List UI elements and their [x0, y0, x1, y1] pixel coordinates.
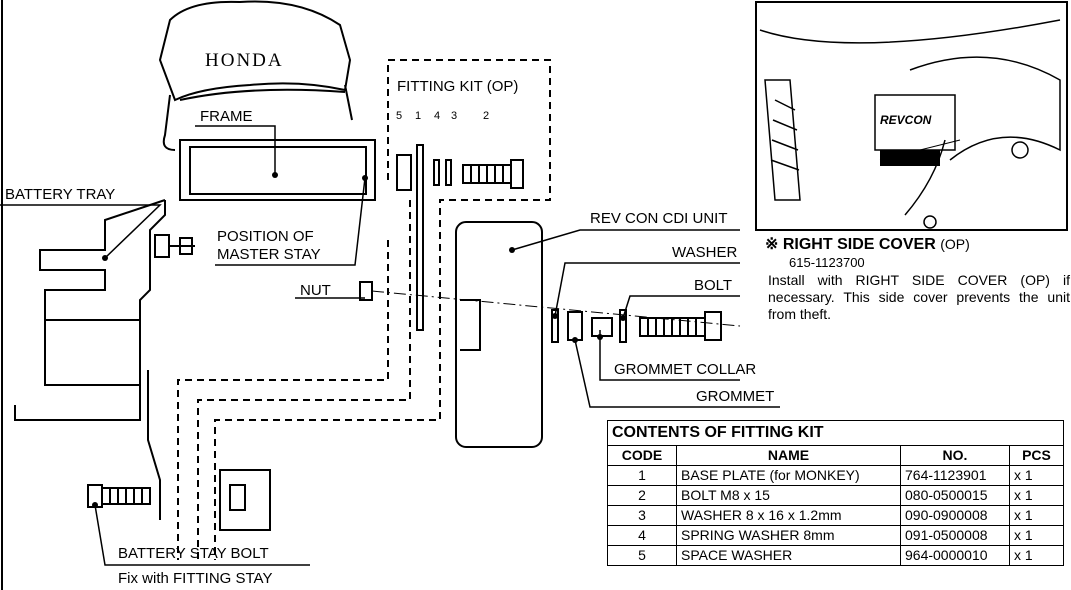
table-row: 4 SPRING WASHER 8mm 091-0500008 x 1 — [607, 525, 1064, 546]
cdi-unit-drawing — [455, 221, 543, 448]
row-pcs: x 1 — [1009, 505, 1064, 526]
label-grommet-collar: GROMMET COLLAR — [614, 361, 757, 378]
table-row: 1 BASE PLATE (for MONKEY) 764-1123901 x … — [607, 465, 1064, 486]
row-code: 1 — [607, 465, 677, 486]
row-code: 3 — [607, 505, 677, 526]
label-battery-tray: BATTERY TRAY — [5, 186, 116, 203]
honda-emblem-text: HONDA — [205, 50, 284, 71]
label-part-3: 3 — [451, 110, 458, 122]
cdi-grommet-slot — [460, 299, 481, 351]
stay-bolt-drawing — [154, 234, 195, 258]
right-side-cover-note: Install with RIGHT SIDE COVER (OP) if ne… — [768, 272, 1070, 322]
right-side-cover-suffix: (OP) — [940, 236, 970, 252]
frame-inner — [189, 146, 367, 195]
right-hardware-drawing — [551, 309, 722, 343]
battery-tray-drawing — [14, 199, 166, 520]
part-1-base-plate — [416, 144, 424, 331]
row-name: BASE PLATE (for MONKEY) — [676, 465, 901, 486]
table-row: 3 WASHER 8 x 16 x 1.2mm 090-0900008 x 1 — [607, 505, 1064, 526]
label-frame: FRAME — [200, 108, 253, 125]
row-number: 764-1123901 — [900, 465, 1010, 486]
row-code: 4 — [607, 525, 677, 546]
reference-mark: ※ — [765, 236, 779, 253]
row-number: 091-0500008 — [900, 525, 1010, 546]
row-name: SPRING WASHER 8mm — [676, 525, 901, 546]
right-side-cover-title: ※ RIGHT SIDE COVER (OP) — [765, 234, 970, 254]
header-no: NO. — [900, 445, 1010, 466]
fitting-kit-contents-table: CONTENTS OF FITTING KIT CODE NAME NO. PC… — [607, 420, 1064, 566]
table-row: 5 SPACE WASHER 964-0000010 x 1 — [607, 545, 1064, 566]
label-master-stay: MASTER STAY — [217, 246, 321, 263]
row-number: 090-0900008 — [900, 505, 1010, 526]
row-pcs: x 1 — [1009, 545, 1064, 566]
right-side-cover-part-no: 615-1123700 — [789, 255, 865, 270]
header-pcs: PCS — [1009, 445, 1064, 466]
table-header-row: CODE NAME NO. PCS — [607, 445, 1064, 466]
header-code: CODE — [607, 445, 677, 466]
row-pcs: x 1 — [1009, 525, 1064, 546]
stay-clip-drawing — [219, 469, 271, 531]
frame-outline — [179, 139, 376, 201]
row-name: WASHER 8 x 16 x 1.2mm — [676, 505, 901, 526]
label-part-5: 5 — [396, 110, 403, 122]
leader-dots — [92, 172, 626, 508]
row-code: 5 — [607, 545, 677, 566]
row-number: 080-0500015 — [900, 485, 1010, 506]
part-4-spring-washer — [433, 159, 440, 186]
row-name: SPACE WASHER — [676, 545, 901, 566]
part-3-washer — [445, 159, 452, 186]
revcon-logo: REVCON — [880, 113, 932, 127]
row-number: 964-0000010 — [900, 545, 1010, 566]
label-washer: WASHER — [672, 244, 738, 261]
label-part-4: 4 — [434, 110, 441, 122]
label-fitting-kit: FITTING KIT (OP) — [397, 78, 519, 95]
label-position-of: POSITION OF — [217, 228, 314, 245]
label-grommet: GROMMET — [696, 388, 775, 405]
leader-lines — [0, 125, 780, 566]
row-code: 2 — [607, 485, 677, 506]
row-name: BOLT M8 x 15 — [676, 485, 901, 506]
row-pcs: x 1 — [1009, 485, 1064, 506]
label-bolt: BOLT — [694, 277, 733, 294]
label-nut: NUT — [300, 282, 331, 299]
fitting-kit-parts-drawing — [396, 144, 524, 331]
right-side-cover-label: RIGHT SIDE COVER — [782, 236, 936, 253]
fitting-kit-dashed-outline — [177, 59, 551, 560]
label-part-2: 2 — [483, 110, 490, 122]
table-title: CONTENTS OF FITTING KIT — [607, 420, 1064, 446]
photo-panel — [755, 1, 1068, 231]
label-battery-stay-bolt: BATTERY STAY BOLT — [118, 545, 269, 562]
label-rev-con-cdi-unit: REV CON CDI UNIT — [590, 210, 728, 227]
table-row: 2 BOLT M8 x 15 080-0500015 x 1 — [607, 485, 1064, 506]
part-5-space-washer — [396, 154, 412, 191]
honda-fender-drawing — [158, 0, 353, 151]
label-part-1: 1 — [415, 110, 422, 122]
row-pcs: x 1 — [1009, 465, 1064, 486]
header-name: NAME — [676, 445, 901, 466]
label-fix-note: Fix with FITTING STAY — [118, 570, 273, 587]
